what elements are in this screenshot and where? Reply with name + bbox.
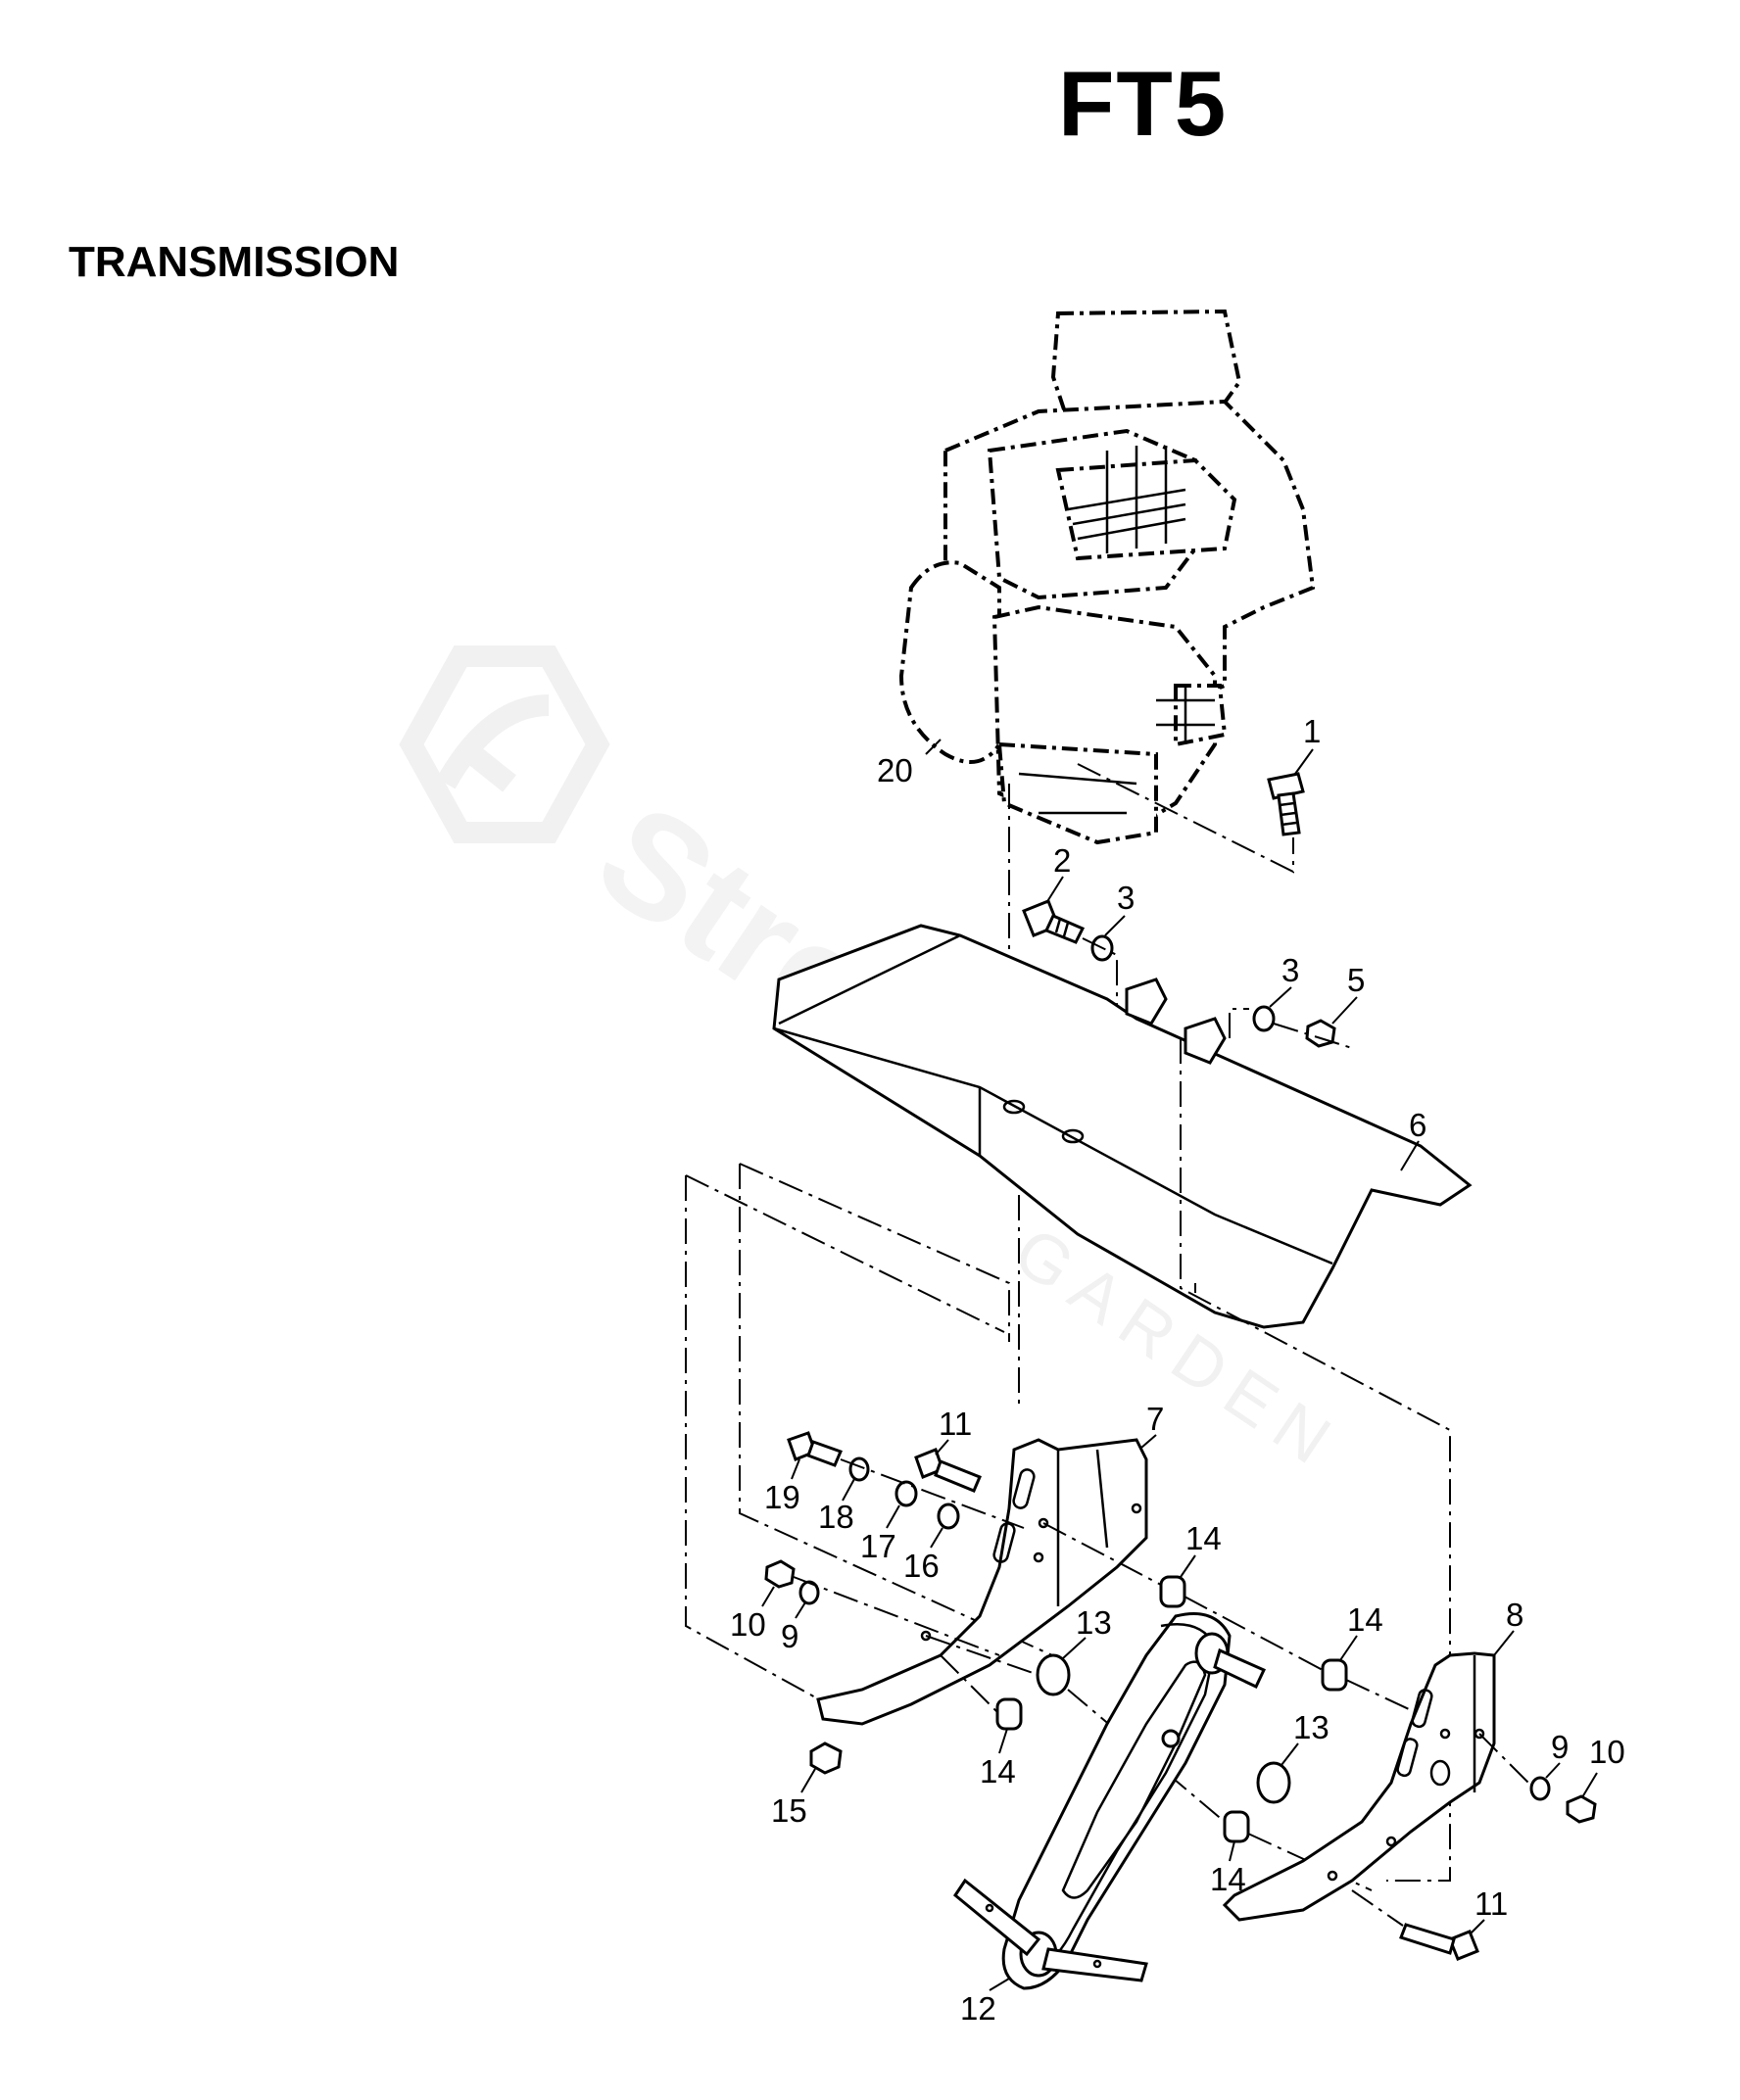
bracket-part-7 bbox=[816, 1438, 1148, 1726]
callout-19: 19 bbox=[764, 1479, 800, 1515]
callout-18: 18 bbox=[818, 1499, 854, 1535]
spacer-part-14a bbox=[1159, 1575, 1186, 1608]
callout-11b: 11 bbox=[1474, 1885, 1508, 1922]
spacer-part-14d bbox=[1223, 1810, 1250, 1843]
leader-16 bbox=[930, 1527, 943, 1549]
callout-14a: 14 bbox=[1185, 1520, 1222, 1556]
callout-16: 16 bbox=[903, 1548, 940, 1584]
callout-6: 6 bbox=[1409, 1107, 1426, 1143]
washer-part-3b bbox=[1252, 1005, 1276, 1032]
leader-15 bbox=[800, 1768, 816, 1793]
leader-3b bbox=[1269, 986, 1292, 1008]
chain-bolt11b bbox=[1351, 1889, 1404, 1927]
callout-14c: 14 bbox=[980, 1753, 1016, 1790]
washer-part-17 bbox=[894, 1480, 918, 1507]
callout-9a: 9 bbox=[781, 1618, 798, 1654]
section-title: TRANSMISSION bbox=[69, 238, 400, 286]
callout-8: 8 bbox=[1506, 1597, 1523, 1633]
chain-guide-left bbox=[739, 1163, 1064, 1661]
chain-nut10b bbox=[1478, 1733, 1529, 1784]
nut-part-15 bbox=[809, 1742, 843, 1775]
leader-3a bbox=[1104, 915, 1126, 936]
callout-14b: 14 bbox=[1347, 1601, 1383, 1638]
leader-9b bbox=[1545, 1762, 1561, 1779]
leader-14a bbox=[1180, 1554, 1196, 1578]
washer-part-9a bbox=[798, 1580, 820, 1605]
callout-20: 20 bbox=[877, 752, 913, 788]
callout-2: 2 bbox=[1053, 842, 1071, 879]
callout-labels: 1 2 3 3 5 6 7 8 9 9 10 10 11 11 12 13 13… bbox=[730, 713, 1625, 2027]
chain-spacers-lower bbox=[925, 1635, 1373, 1891]
callout-10a: 10 bbox=[730, 1606, 766, 1643]
chain-engine-bolt bbox=[1077, 763, 1294, 874]
washer-part-9b bbox=[1529, 1776, 1551, 1801]
bolt-part-19 bbox=[787, 1431, 844, 1467]
callout-9b: 9 bbox=[1551, 1729, 1569, 1765]
callout-3b: 3 bbox=[1281, 952, 1299, 988]
callout-15: 15 bbox=[771, 1792, 807, 1829]
leader-20 bbox=[925, 739, 942, 755]
callout-10b: 10 bbox=[1589, 1734, 1625, 1770]
leader-2 bbox=[1045, 876, 1064, 904]
leader-1 bbox=[1294, 748, 1314, 775]
engine-part-20 bbox=[898, 309, 1316, 845]
leader-13b bbox=[1281, 1742, 1299, 1766]
chain-guide-far-left bbox=[685, 1174, 1005, 1705]
callout-3a: 3 bbox=[1117, 880, 1135, 916]
nut-part-10a bbox=[764, 1559, 796, 1589]
leader-5 bbox=[1331, 996, 1358, 1025]
leader-12 bbox=[989, 1978, 1010, 1991]
leader-14b bbox=[1339, 1635, 1358, 1661]
leader-14d bbox=[1229, 1840, 1235, 1862]
leader-11a bbox=[935, 1439, 949, 1456]
chain-guide-center bbox=[1018, 1195, 1196, 1410]
washer-part-18 bbox=[848, 1456, 870, 1482]
chain-bolt11a bbox=[840, 1458, 1025, 1529]
callout-12: 12 bbox=[960, 1990, 996, 2027]
callout-13b: 13 bbox=[1293, 1709, 1329, 1745]
leader-17 bbox=[886, 1504, 900, 1529]
shield-part-6 bbox=[772, 924, 1473, 1329]
washer-part-16 bbox=[937, 1503, 960, 1530]
spacer-part-14c bbox=[995, 1697, 1023, 1731]
chaincase-part-12 bbox=[952, 1612, 1267, 1990]
nut-part-10b bbox=[1566, 1794, 1597, 1824]
bolt-part-1 bbox=[1267, 772, 1305, 836]
model-title: FT5 bbox=[1058, 52, 1229, 155]
callout-5: 5 bbox=[1347, 962, 1365, 998]
spacer-part-14b bbox=[1321, 1658, 1348, 1692]
bolt-part-11a bbox=[914, 1448, 982, 1493]
callout-14d: 14 bbox=[1210, 1861, 1246, 1897]
chain-nut10a bbox=[793, 1576, 1000, 1656]
leader-10b bbox=[1581, 1772, 1598, 1798]
watermark-logo-icon bbox=[399, 645, 610, 843]
leader-18 bbox=[842, 1478, 855, 1502]
leader-8 bbox=[1493, 1630, 1515, 1656]
bolt-part-11b bbox=[1399, 1923, 1479, 1961]
leader-10a bbox=[761, 1586, 775, 1607]
washer-part-13a bbox=[1036, 1653, 1071, 1696]
callout-7: 7 bbox=[1146, 1401, 1164, 1437]
leader-9a bbox=[795, 1601, 806, 1619]
leader-7 bbox=[1140, 1434, 1157, 1449]
bracket-part-8 bbox=[1222, 1651, 1496, 1922]
callout-1: 1 bbox=[1303, 713, 1321, 749]
chain-nut5 bbox=[1229, 1008, 1353, 1049]
chain-guide-right bbox=[1180, 1038, 1451, 1882]
leader-6 bbox=[1400, 1140, 1420, 1171]
callout-13a: 13 bbox=[1076, 1604, 1112, 1641]
washer-part-13b bbox=[1256, 1761, 1291, 1804]
leader-13a bbox=[1062, 1637, 1087, 1659]
leader-19 bbox=[791, 1458, 800, 1480]
callout-17: 17 bbox=[860, 1528, 896, 1564]
bolt-part-2 bbox=[1022, 899, 1086, 944]
callout-11a: 11 bbox=[939, 1406, 972, 1442]
leader-11b bbox=[1469, 1919, 1485, 1935]
chain-bolt2 bbox=[1082, 937, 1118, 1019]
leader-14c bbox=[998, 1728, 1008, 1754]
watermark-leaf-icon bbox=[436, 694, 550, 792]
